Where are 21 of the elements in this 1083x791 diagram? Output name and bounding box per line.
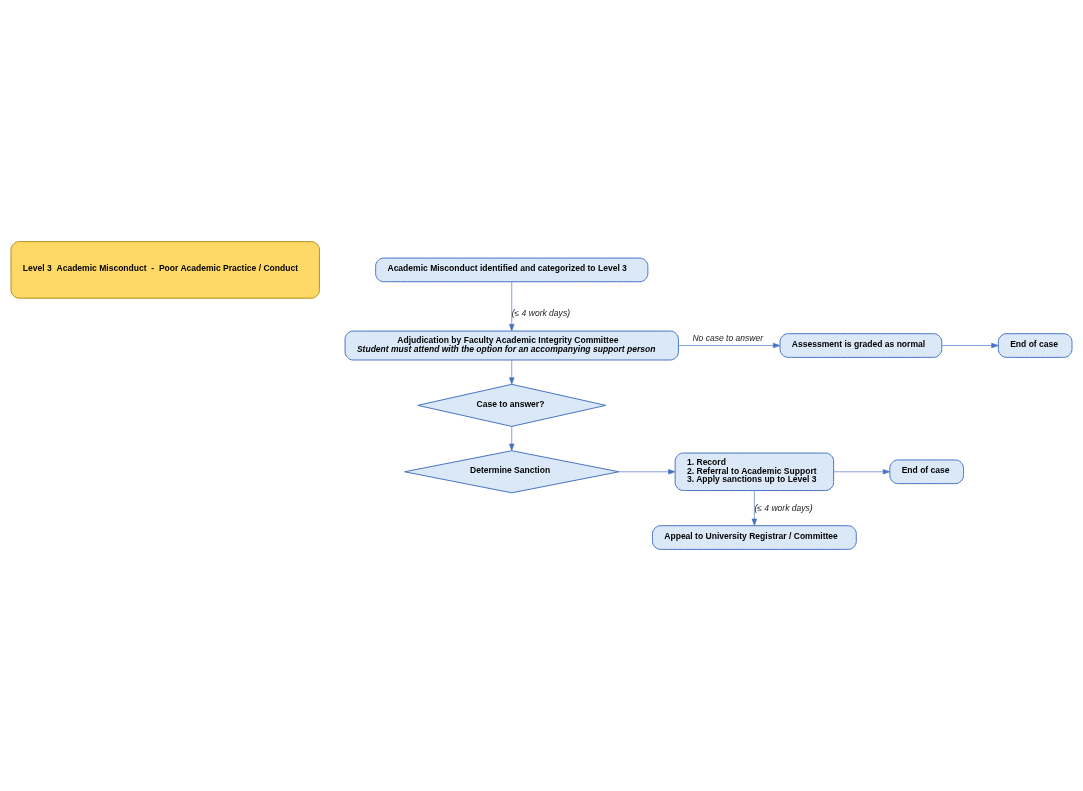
arrow xyxy=(751,490,758,526)
node-diamond: Determine Sanction xyxy=(404,450,620,494)
node-box: 1. Record 2. Referral to Academic Support 3. Apply sanctions up to Level 3 xyxy=(674,452,835,491)
arrow xyxy=(833,469,891,475)
edge-label: No case to answer xyxy=(692,332,764,343)
node-box: Level 3 Academic Misconduct - Poor Academic Practice / Conduct xyxy=(10,241,320,299)
node-box: Academic Misconduct identified and categorized to Level 3 xyxy=(375,257,649,283)
arrow xyxy=(618,469,676,475)
arrow xyxy=(678,342,781,349)
node-diamond: Case to answer? xyxy=(417,383,607,427)
edge-label: (≤ 4 work days) xyxy=(754,502,813,513)
node-box: End of case xyxy=(889,459,964,485)
node-box: Appeal to University Registrar / Committee xyxy=(651,525,857,550)
node-box: Assessment is graded as normal xyxy=(779,333,943,358)
arrow xyxy=(941,342,999,349)
node-box: End of case xyxy=(997,333,1073,358)
edge-label: (≤ 4 work days) xyxy=(511,308,571,319)
node-box: Adjudication by Faculty Academic Integrity Committee Student must attend with the option for an accompanying support person xyxy=(344,330,679,361)
arrow xyxy=(509,281,515,332)
arrow xyxy=(509,359,515,385)
arrow xyxy=(509,426,515,451)
